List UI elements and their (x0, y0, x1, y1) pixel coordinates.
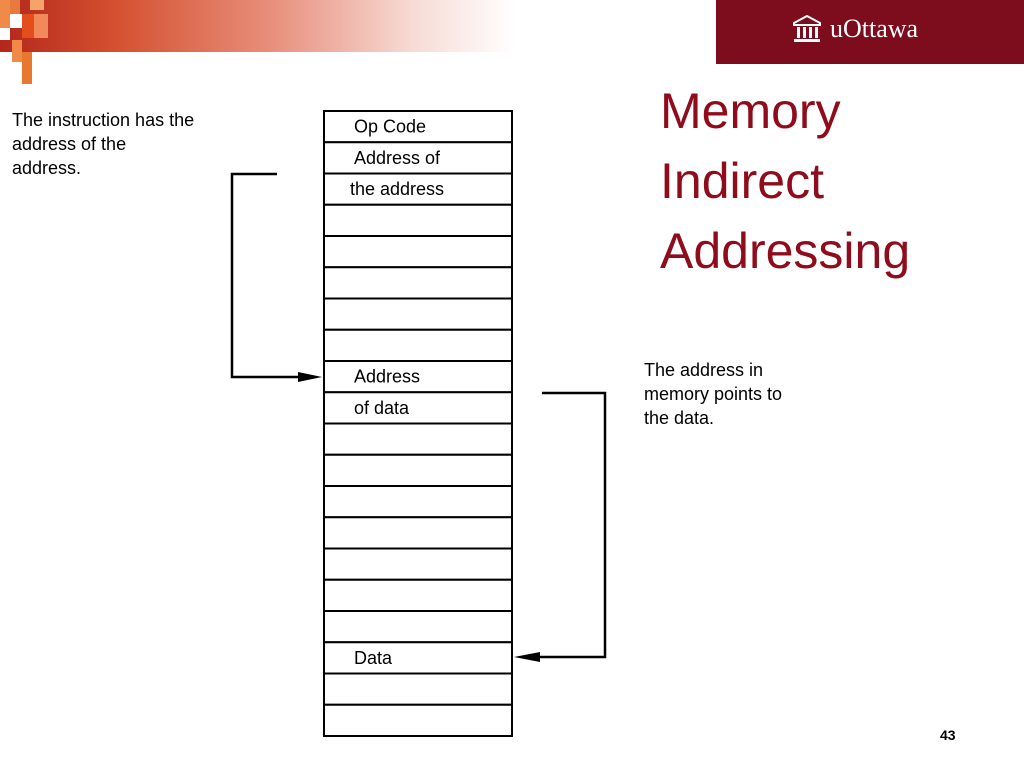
memory-cell (323, 110, 513, 144)
title-line: Memory (660, 83, 841, 139)
pointer-to-address-line (230, 172, 300, 379)
memory-cell (323, 672, 513, 706)
memory-cell (323, 391, 513, 425)
memory-cell-label: Address (354, 367, 420, 387)
note-line: memory points to (644, 384, 783, 404)
memory-cell-label: Op Code (354, 117, 426, 137)
instruction-note: The instruction has the address of the a… (12, 108, 194, 180)
university-logo: uOttawa (716, 0, 1024, 64)
title-line: Addressing (660, 223, 911, 279)
memory-cell (323, 235, 513, 269)
note-line: The address in (644, 360, 764, 380)
memory-cell (323, 360, 513, 394)
memory-cell-label: Address of (354, 148, 441, 168)
page-number: 43 (940, 727, 956, 743)
memory-cell (323, 422, 513, 456)
note-line: the data. (644, 408, 715, 428)
note-line: address of the (12, 134, 127, 154)
memory-cell (323, 485, 513, 519)
memory-cell-label: the address (350, 179, 444, 199)
memory-cell (323, 297, 513, 331)
memory-cell (323, 641, 513, 675)
memory-cell (323, 141, 513, 175)
memory-cell (323, 453, 513, 487)
memory-cell (323, 610, 513, 644)
memory-cell (323, 203, 513, 237)
memory-cell-label: of data (354, 398, 410, 418)
pointer-to-address-arrowhead (298, 372, 322, 382)
memory-cell-label: Data (354, 648, 393, 668)
pointer-to-data-arrowhead (514, 652, 540, 662)
note-line: address. (12, 158, 82, 178)
memory-cell (323, 328, 513, 362)
brand-name: uOttawa (830, 14, 919, 43)
title-line: Indirect (660, 153, 824, 209)
university-crest-icon (793, 14, 821, 42)
memory-cell (323, 547, 513, 581)
header-gradient-band (0, 0, 716, 52)
memory-cell (323, 703, 513, 737)
slide-title: Memory Indirect Addressing (660, 76, 910, 286)
memory-note: The address in memory points to the data… (644, 358, 782, 430)
pointer-to-data-line (538, 391, 607, 659)
memory-cell (323, 578, 513, 612)
note-line: The instruction has the (12, 110, 195, 130)
memory-cell (323, 516, 513, 550)
memory-cell (323, 266, 513, 300)
